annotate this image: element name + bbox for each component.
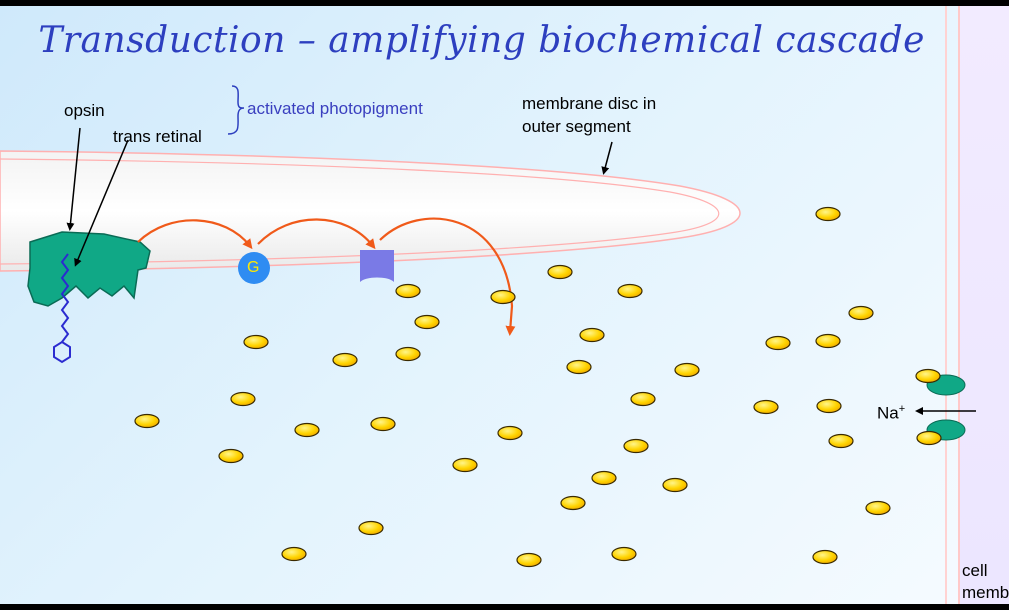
g-protein [238,252,270,284]
cgmp-molecules [134,206,942,568]
trans-retinal-label: trans retinal [113,127,202,146]
cgmp-molecule [630,391,656,407]
cgmp-molecule [370,416,396,432]
cgmp-molecule [566,359,592,375]
cgmp-molecule [828,433,854,449]
cell-membrane-label-line1: cell [962,561,988,580]
cgmp-molecule [765,335,791,351]
cgmp-molecule [243,334,269,350]
cgmp-molecule [674,362,700,378]
cgmp-molecule [611,546,637,562]
cascade-arrows [137,217,516,336]
cgmp-molecule [623,438,649,454]
cgmp-molecule [865,500,891,516]
cgmp-molecule [358,520,384,536]
cgmp-molecule [753,399,779,415]
opsin-shape [27,231,151,307]
cascade-diagram [0,85,976,568]
cgmp-molecule [218,448,244,464]
cgmp-molecule [579,327,605,343]
membrane-disc-label-line1: membrane disc in [522,94,657,113]
cgmp-molecule [414,314,440,330]
cgmp-molecule [915,368,941,384]
slide: Transduction – amplifying biochemical ca… [0,6,1009,604]
membrane-disc-pointer [601,141,613,175]
cell-membrane [958,6,1009,604]
cell-membrane-edge [945,6,947,604]
cgmp-molecule [662,477,688,493]
cgmp-molecule [560,495,586,511]
cgmp-molecule [516,552,542,568]
g-protein-label: G [247,259,260,276]
slide-title: Transduction – amplifying biochemical ca… [38,20,925,61]
activated-photopigment-label: activated photopigment [247,99,423,118]
cgmp-molecule [591,470,617,486]
membrane-disc [0,150,741,272]
cgmp-molecule [547,264,573,280]
trans-retinal-pointer [74,139,129,267]
cgmp-molecule [815,333,841,349]
cell-membrane-label-line2: memb [962,583,1009,602]
retinal-molecule [53,253,71,364]
cgmp-molecule [395,283,421,299]
cgmp-molecule [848,305,874,321]
sodium-charge: + [898,403,906,415]
membrane-disc-label-line2: outer segment [522,117,631,136]
cgmp-molecule [815,206,841,222]
cgmp-molecule [281,546,307,562]
cgmp-molecule [617,283,643,299]
sodium-label: Na+ [877,398,905,425]
cgmp-molecule [395,346,421,362]
effector-enzyme-icon [360,250,394,282]
cgmp-molecule [230,391,256,407]
cgmp-molecule [134,413,160,429]
sodium-symbol: Na [877,403,899,423]
cgmp-molecule [294,422,320,438]
cgmp-molecule [497,425,523,441]
cgmp-molecule [916,430,942,446]
cgmp-molecule [490,289,516,305]
cgmp-molecule [812,549,838,565]
opsin-pointer [66,127,81,231]
brace-icon [227,85,245,135]
cgmp-molecule [816,398,842,414]
cgmp-molecule [452,457,478,473]
cgmp-molecule [332,352,358,368]
opsin-label: opsin [64,101,105,120]
